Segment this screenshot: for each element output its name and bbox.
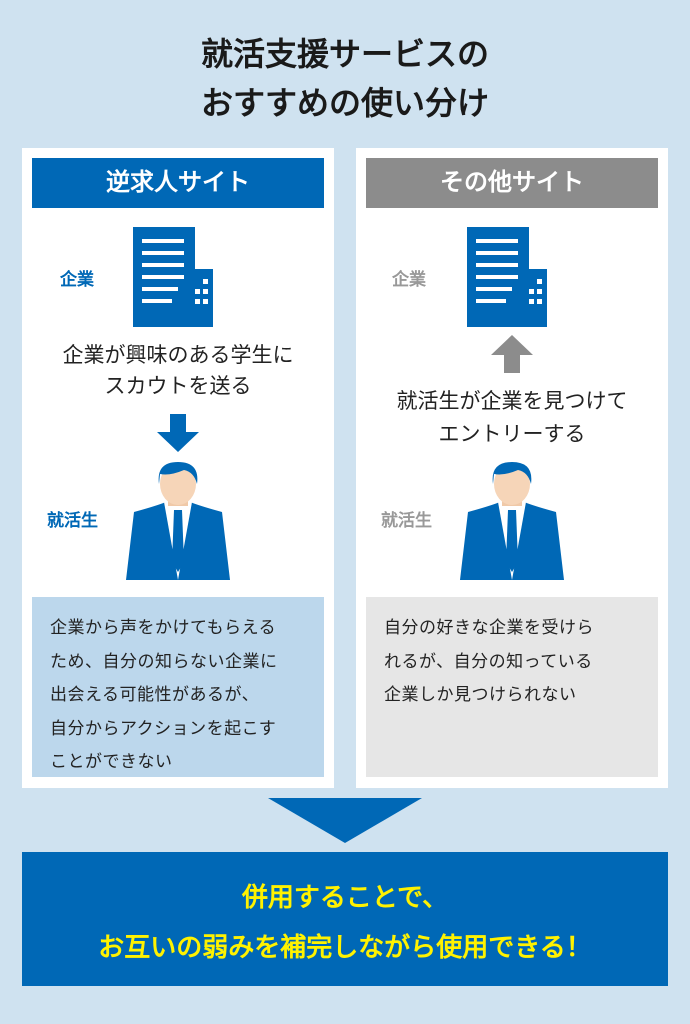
conclusion-box: 併用することで、 お互いの弱みを補完しながら使用できる！ xyxy=(22,852,668,986)
description-line: 自分の好きな企業を受けら xyxy=(384,618,594,637)
description-line: 企業しか見つけられない xyxy=(384,685,577,704)
student-label: 就活生 xyxy=(47,511,98,530)
building-icon xyxy=(467,227,547,327)
arrow-up-icon xyxy=(491,335,533,373)
message-line-1: 企業が興味のある学生に xyxy=(62,344,294,367)
description-line: 自分からアクションを起こす xyxy=(50,718,277,738)
description-line: れるが、自分の知っている xyxy=(384,651,593,671)
description-box: 自分の好きな企業を受けら れるが、自分の知っている 企業しか見つけられない xyxy=(366,597,658,777)
main-title-line-1: 就活支援サービスの xyxy=(200,36,489,72)
student-person-icon xyxy=(460,462,564,580)
arrow-down-icon xyxy=(157,414,199,452)
student-person-icon xyxy=(126,462,230,580)
panel-header: 逆求人サイト xyxy=(32,158,324,208)
description-line: 企業から声をかけてもらえる xyxy=(50,618,277,637)
main-title-line-2: おすすめの使い分け xyxy=(200,85,489,121)
company-label: 企業 xyxy=(392,270,426,289)
other-sites-panel: その他サイト 企業 就活生が企業を見つけて エントリーする 就活生 自分の好きな… xyxy=(356,148,668,788)
company-label: 企業 xyxy=(60,270,94,289)
student-label: 就活生 xyxy=(381,511,432,530)
building-icon xyxy=(133,227,213,327)
message-line-1: 就活生が企業を見つけて xyxy=(396,390,628,413)
message-line-2: スカウトを送る xyxy=(104,375,252,398)
message-line-2: エントリーする xyxy=(438,423,586,446)
panel-header: その他サイト xyxy=(366,158,658,208)
description-line: ことができない xyxy=(50,752,173,771)
description-box: 企業から声をかけてもらえる ため、自分の知らない企業に 出会える可能性があるが、… xyxy=(32,597,324,777)
description-line: ため、自分の知らない企業に xyxy=(50,651,278,671)
conclusion-line-1: 併用することで、 xyxy=(241,882,449,912)
conclusion-line-2: お互いの弱みを補完しながら使用できる！ xyxy=(98,932,592,962)
big-arrow-down-icon xyxy=(268,798,422,843)
description-line: 出会える可能性があるが、 xyxy=(50,685,260,704)
reverse-recruit-panel: 逆求人サイト 企業 企業が興味のある学生に スカウトを送る 就活生 企業から声を… xyxy=(22,148,334,788)
